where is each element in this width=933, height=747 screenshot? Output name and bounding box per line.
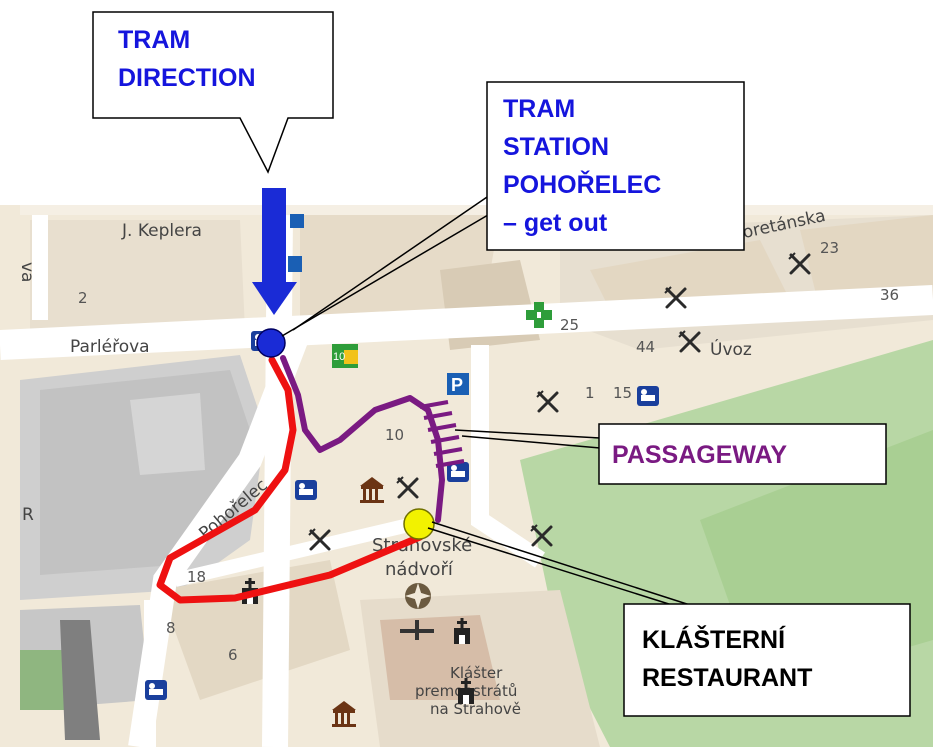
compass-rose-icon [405, 583, 431, 609]
house-number: 8 [166, 619, 176, 637]
callout-tram-station: TRAM STATION POHOŘELEC – get out [486, 81, 745, 251]
place-label-nadvori-2: nádvoří [385, 559, 454, 580]
street-label-parlerova: Parléřova [70, 337, 150, 357]
house-number: 36 [880, 286, 899, 304]
svg-text:10: 10 [333, 351, 345, 363]
svg-text:TRAM: TRAM [503, 95, 575, 123]
bed-icon [295, 480, 317, 500]
sign-icon: 10 [332, 344, 358, 368]
street-label-left: va [17, 262, 37, 282]
parking-icon: P [447, 373, 469, 395]
svg-text:– get out: – get out [503, 209, 608, 237]
cross-marker-icon [400, 620, 434, 640]
place-label-nadvori-1: Strahovské [372, 535, 472, 556]
callout-passageway: PASSAGEWAY [598, 423, 887, 485]
house-number: 10 [385, 426, 404, 444]
house-number: 15 [613, 384, 632, 402]
svg-text:KLÁŠTERNÍ: KLÁŠTERNÍ [642, 624, 786, 654]
pharmacy-cross-icon [526, 302, 552, 328]
route-red [156, 356, 424, 604]
svg-text:P: P [451, 375, 463, 395]
restaurant-marker [403, 508, 435, 540]
svg-text:STATION: STATION [503, 133, 609, 161]
callout-restaurant: KLÁŠTERNÍ RESTAURANT [623, 603, 911, 717]
street-label-uvoz: Úvoz [710, 338, 752, 360]
house-number: 2 [78, 289, 88, 307]
house-number: 23 [820, 239, 839, 257]
svg-text:TRAM: TRAM [118, 26, 190, 54]
house-number: 44 [636, 338, 655, 356]
edge-letter: R [22, 505, 34, 525]
callout-tram-direction: TRAM DIRECTION [92, 11, 334, 174]
street-label-keplera: J. Keplera [121, 221, 202, 241]
parking-icon [288, 214, 304, 272]
house-number: 6 [228, 646, 238, 664]
house-number: 18 [187, 568, 206, 586]
place-label-klaster-3: na Strahově [430, 700, 521, 718]
house-number: 25 [560, 316, 579, 334]
svg-text:POHOŘELEC: POHOŘELEC [503, 169, 661, 199]
house-number: 1 [585, 384, 595, 402]
tram-station-marker [256, 328, 286, 358]
tram-direction-arrow [252, 188, 297, 315]
svg-text:RESTAURANT: RESTAURANT [642, 664, 812, 692]
bed-icon [637, 386, 659, 406]
svg-text:PASSAGEWAY: PASSAGEWAY [612, 441, 787, 469]
place-label-klaster-1: Klášter [450, 664, 503, 682]
bed-icon [145, 680, 167, 700]
passageway-hatch [419, 400, 465, 468]
svg-text:DIRECTION: DIRECTION [118, 64, 256, 92]
